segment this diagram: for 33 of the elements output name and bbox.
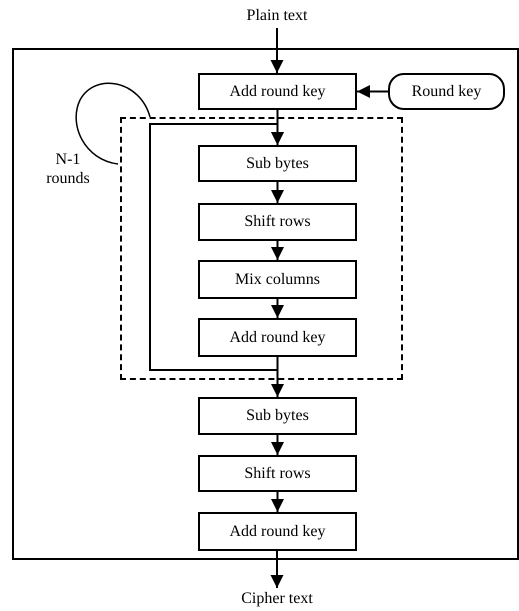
round-group-box (120, 117, 403, 380)
box-label: Round key (412, 82, 482, 100)
arrow (357, 85, 388, 98)
arrow (271, 182, 284, 203)
arrow (271, 435, 284, 455)
outer-frame (12, 48, 519, 560)
arrow (271, 492, 284, 512)
box-label: Add round key (230, 82, 326, 100)
process-box (198, 318, 357, 357)
arrow (271, 299, 284, 318)
box-label: Add round key (230, 328, 326, 346)
process-box (198, 203, 357, 241)
box-label: Sub bytes (246, 154, 309, 172)
box-label: Mix columns (235, 270, 320, 288)
box-label: Shift rows (244, 464, 311, 482)
box-label: Shift rows (244, 213, 311, 231)
process-box (198, 455, 357, 492)
arrow (149, 123, 284, 371)
process-box (198, 145, 357, 182)
arrow (270, 28, 284, 73)
process-box (198, 260, 357, 299)
process-box (198, 73, 357, 110)
arrow (271, 241, 284, 260)
text-label: Plain text (227, 4, 327, 28)
loop-count-label: N-1 rounds (45, 150, 91, 188)
arrow (271, 357, 284, 397)
process-box (198, 512, 357, 551)
process-box (198, 397, 357, 435)
rounded-box (388, 73, 505, 110)
box-label: Add round key (230, 522, 326, 540)
text-label: Cipher text (222, 588, 332, 610)
box-label: Sub bytes (246, 407, 309, 425)
arrow (270, 551, 284, 588)
